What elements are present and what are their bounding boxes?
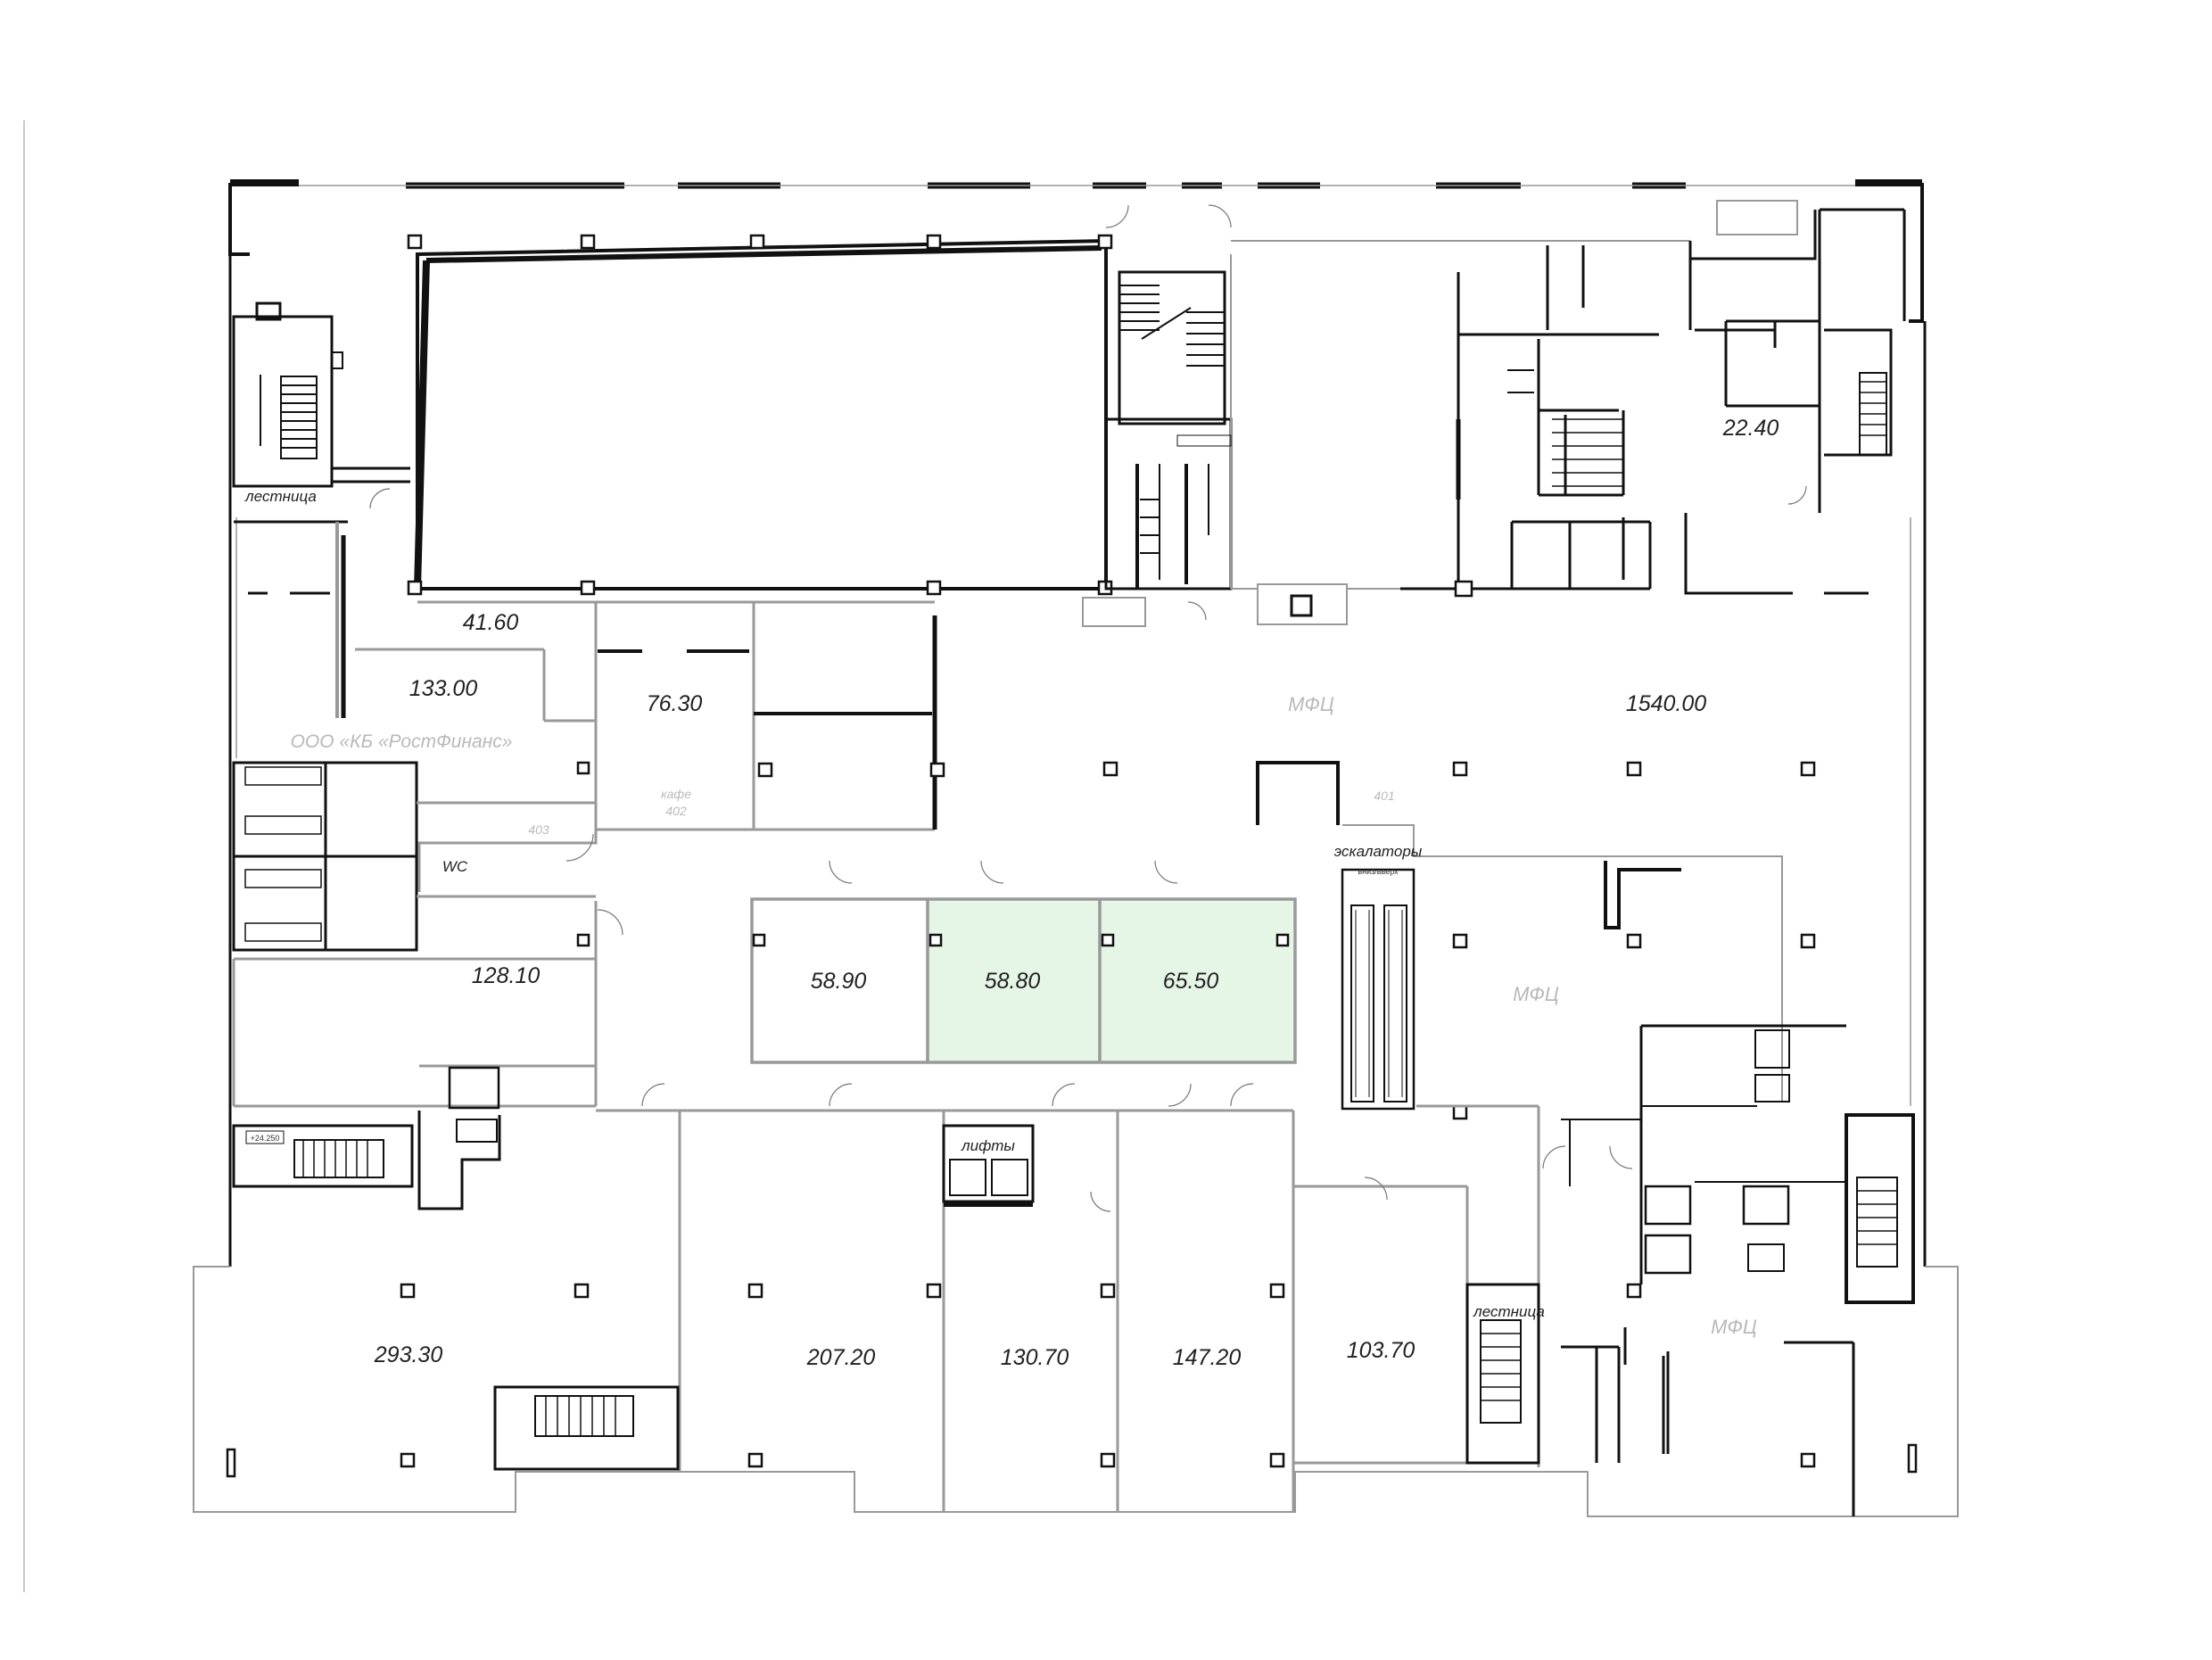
bank-offices <box>355 600 754 892</box>
level-tag <box>245 1130 285 1144</box>
entrance-vestibule <box>1257 583 1348 625</box>
mfc-kiosk <box>1256 761 1340 825</box>
premise-65-50-highlight[interactable] <box>1100 899 1295 1062</box>
stair-top-center <box>1104 254 1233 590</box>
area-207-20[interactable]: 207.20 <box>806 1345 876 1370</box>
mfc-label-3: МФЦ <box>1711 1316 1757 1338</box>
area-58-90[interactable]: 58.90 <box>811 969 867 994</box>
central-shops-columns <box>752 933 1290 947</box>
room-number-403: 403 <box>528 822 549 837</box>
restrooms-left <box>232 761 418 952</box>
lifts-label: лифты <box>961 1137 1015 1154</box>
column <box>576 761 590 775</box>
bank-label: ООО «КБ «РостФинанс» <box>291 731 513 752</box>
area-130-70[interactable]: 130.70 <box>1001 1345 1069 1370</box>
area-76-30[interactable]: 76.30 <box>647 691 703 716</box>
area-1540-00[interactable]: 1540.00 <box>1626 691 1706 716</box>
lifts[interactable] <box>942 1124 1035 1207</box>
central-shops <box>750 897 1297 1064</box>
column <box>1290 594 1313 617</box>
premise-58-80-highlight[interactable] <box>928 899 1100 1062</box>
mfc-label-2: МФЦ <box>1513 983 1559 1005</box>
area-103-70[interactable]: 103.70 <box>1347 1338 1416 1363</box>
mfc-restrooms <box>1400 245 1659 590</box>
stair-top-right <box>1684 200 1906 595</box>
bottom-columns <box>226 1283 1918 1478</box>
escalators-label-1: эскалаторы <box>1334 843 1423 860</box>
cafe-number: 402 <box>665 804 687 818</box>
stair-bottom-center-left <box>493 1385 680 1471</box>
area-133-00[interactable]: 133.00 <box>409 676 478 701</box>
level-mark: +24.250 <box>251 1134 280 1143</box>
column <box>757 762 773 778</box>
column <box>1454 580 1473 598</box>
mfc-columns <box>1102 761 1816 1468</box>
top-shops <box>754 600 937 831</box>
left-corridor-walls <box>234 467 410 718</box>
escalators[interactable] <box>1341 868 1416 1111</box>
stair-label-bottom: лестница <box>1473 1303 1545 1320</box>
stair-bottom-left <box>232 1111 501 1210</box>
stair-top-left <box>232 301 343 488</box>
mfc-zone-outline <box>1231 240 1783 1102</box>
area-128-10[interactable]: 128.10 <box>472 963 541 988</box>
doors[interactable] <box>369 204 1807 1212</box>
mfc-kiosk-2 <box>1604 861 1681 929</box>
mfc-label-1: МФЦ <box>1288 693 1334 715</box>
column <box>929 762 945 778</box>
area-41-60[interactable]: 41.60 <box>463 610 519 635</box>
service-block-right <box>1561 1024 1915 1304</box>
atrium-void <box>407 234 1113 596</box>
door-frame <box>1082 597 1146 627</box>
bottom-row-walls <box>596 1104 1540 1512</box>
lower-right-partitions <box>1565 1327 1855 1516</box>
toilet-stalls <box>1552 418 1623 487</box>
area-22-40[interactable]: 22.40 <box>1722 416 1779 441</box>
premise-128-10-walls <box>232 901 598 1108</box>
column <box>576 933 590 947</box>
escalators-label-2: вниз/вверх <box>1358 867 1399 876</box>
area-293-30[interactable]: 293.30 <box>374 1342 443 1367</box>
stair-label-top: лестница <box>244 488 317 505</box>
lift-small <box>448 1066 500 1110</box>
room-number-401: 401 <box>1374 789 1394 803</box>
area-65-50[interactable]: 65.50 <box>1163 969 1219 994</box>
area-147-20[interactable]: 147.20 <box>1173 1345 1242 1370</box>
exterior-walls <box>193 179 1959 1517</box>
area-58-80[interactable]: 58.80 <box>985 969 1041 994</box>
cafe-label: кафе <box>661 787 691 801</box>
cafe-room <box>594 602 755 831</box>
wc-label: WC <box>442 858 468 875</box>
